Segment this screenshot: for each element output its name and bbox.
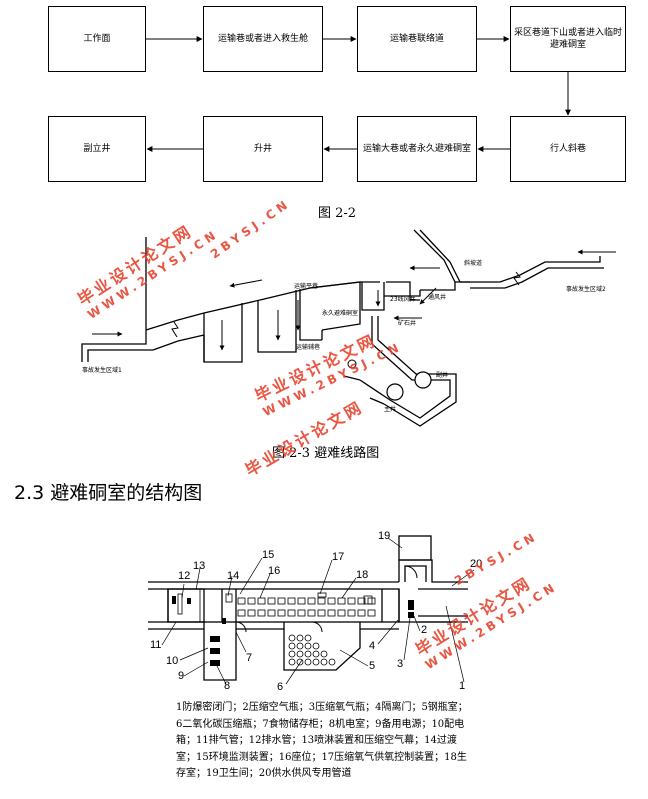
label-num-14: 14	[227, 570, 240, 582]
label-shaft-23: 23线风井	[390, 296, 416, 303]
label-accident-area-2: 事故发生区域2	[566, 286, 606, 293]
label-aux-roadway: 运输辅巷	[296, 344, 321, 351]
label-num-17: 17	[332, 551, 345, 563]
flow-box-workface: 工作面	[48, 6, 146, 72]
label-main-shaft: 主井	[384, 406, 397, 413]
flow-box-downhill-or-temp-refuge: 采区巷道下山或者进入临时避难硐室	[510, 6, 626, 72]
flow-box-pedestrian-incline: 行人斜巷	[510, 116, 626, 182]
label-num-20: 20	[470, 558, 483, 570]
aux-shaft-circle	[414, 371, 432, 389]
flow-box-transport-connection: 运输巷联络道	[357, 6, 477, 72]
flow-arrows	[146, 36, 571, 152]
flow-box-aux-vertical-shaft: 副立井	[48, 116, 146, 182]
label-num-7: 7	[246, 652, 253, 664]
label-num-5: 5	[369, 660, 376, 672]
label-num-6: 6	[277, 681, 284, 693]
label-num-1: 1	[459, 680, 466, 692]
label-transport-level: 运输平巷	[294, 283, 319, 290]
section-heading: 2.3 避难硐室的结构图	[14, 482, 203, 504]
escape-route-diagram	[81, 229, 616, 427]
hazard-mark-left	[171, 321, 179, 338]
route-arrow	[229, 279, 263, 288]
flow-box-main-roadway-or-permanent-refuge: 运输大巷或者永久避难硐室	[357, 116, 477, 182]
label-num-12: 12	[178, 570, 191, 582]
label-num-15: 15	[262, 549, 275, 561]
label-num-13: 13	[193, 560, 206, 572]
figure-2-2-caption: 图 2-2	[318, 206, 357, 221]
label-num-4: 4	[369, 640, 376, 652]
flow-box-transport-or-capsule: 运输巷或者进入救生舱	[203, 6, 323, 72]
route-arrow	[419, 287, 437, 305]
label-permanent-refuge: 永久避难硐室	[322, 310, 359, 317]
refuge-chamber-diagram	[148, 535, 475, 685]
label-slope: 斜坡道	[464, 260, 483, 267]
label-num-2: 2	[421, 624, 428, 636]
label-num-11: 11	[150, 639, 162, 651]
main-shaft-circle	[386, 383, 404, 401]
label-aux-shaft: 副井	[436, 372, 449, 379]
label-num-10: 10	[166, 655, 179, 667]
label-num-18: 18	[356, 569, 369, 581]
label-num-19: 19	[378, 530, 391, 542]
label-num-9: 9	[178, 670, 185, 682]
label-num-16: 16	[268, 565, 281, 577]
label-num-8: 8	[224, 680, 231, 692]
label-vent-shaft: 通风井	[428, 294, 447, 301]
label-accident-area-1: 事故发生区域1	[82, 367, 122, 374]
figure-2-3-caption: 图 2-3 避难线路图	[272, 446, 380, 461]
flow-box-ascend-shaft: 升井	[203, 116, 323, 182]
label-ore-shaft: 矿石井	[398, 320, 417, 327]
small-shaft-circle	[347, 359, 357, 369]
hazard-mark-right	[513, 271, 521, 286]
label-num-3: 3	[397, 658, 404, 670]
structure-legend: 1防爆密闭门；2压缩空气瓶；3压缩氧气瓶；4隔离门；5钢瓶室；6二氧化碳压缩瓶；…	[176, 702, 468, 779]
